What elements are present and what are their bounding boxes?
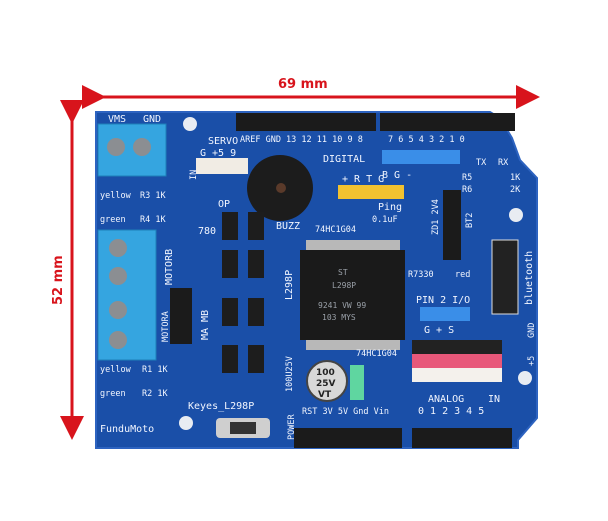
- label-r5-value: 1K: [510, 173, 521, 183]
- ping-header: [338, 185, 404, 199]
- label-bg-pins: B G -: [382, 170, 412, 181]
- label-analog: ANALOG: [428, 394, 464, 405]
- cap-code: VT: [318, 390, 332, 400]
- width-label: 69 mm: [278, 77, 328, 92]
- label-bluetooth: bluetooth: [524, 251, 535, 305]
- electrolytic-capacitor: 100 25V VT: [306, 360, 348, 402]
- power-terminal-block: [97, 123, 167, 177]
- silkscreen-labels: VMS GND SERVO G +5 9 AREF GND 13 12 11 1…: [100, 114, 537, 440]
- label-tx: TX: [476, 158, 487, 168]
- chip-code: 9241 VW 99: [318, 301, 366, 310]
- label-r3: R3 1K: [140, 191, 166, 201]
- label-servo: SERVO: [208, 136, 238, 147]
- bluetooth-header: [491, 239, 519, 315]
- label-digital: DIGITAL: [323, 154, 365, 165]
- label-7805: 780: [198, 226, 216, 237]
- label-op: OP: [218, 199, 230, 210]
- cap-voltage: 25V: [316, 379, 336, 389]
- label-motora: MOTORA: [161, 311, 171, 342]
- label-rx: RX: [498, 158, 509, 168]
- label-r4: R4 1K: [140, 215, 166, 225]
- label-power: POWER: [287, 414, 297, 440]
- label-100u25v: 100U25V: [285, 356, 295, 392]
- chip-code: 103 MYS: [322, 313, 356, 322]
- label-r1: R1 1K: [142, 365, 168, 375]
- label-bt2: BT2: [465, 213, 475, 228]
- label-r5: R5: [462, 173, 472, 183]
- label-0-1uf: 0.1uF: [372, 215, 398, 225]
- label-r7: R7330: [408, 270, 434, 280]
- label-in: IN: [189, 170, 199, 180]
- chip-name: L298P: [332, 281, 356, 290]
- label-gnd: GND: [143, 114, 161, 125]
- label-74hc1g04: 74HC1G04: [315, 225, 356, 235]
- analog-header: [412, 428, 512, 448]
- cap-value: 100: [316, 368, 335, 378]
- label-buzz: BUZZ: [276, 221, 300, 232]
- label-green-2: green: [100, 389, 126, 399]
- label-ping: Ping: [378, 202, 402, 213]
- label-analog-pins: 0 1 2 3 4 5: [418, 406, 484, 417]
- power-header: [294, 428, 402, 448]
- label-motorb: MOTORB: [164, 249, 175, 285]
- label-zd1: ZD1 2V4: [431, 199, 441, 235]
- label-vms: VMS: [108, 114, 126, 125]
- chip-brand: ST: [338, 268, 348, 277]
- label-analog-in: IN: [488, 394, 500, 405]
- label-digital-pins: AREF GND 13 12 11 10 9 8: [240, 135, 363, 145]
- jumper: [350, 365, 364, 400]
- diodes: [222, 212, 264, 373]
- label-keyes: Keyes_L298P: [188, 401, 254, 412]
- label-green: green: [100, 215, 126, 225]
- motor-terminal-block: [97, 229, 157, 361]
- label-yellow-2: yellow: [100, 365, 132, 375]
- label-l298p: L298P: [284, 270, 295, 300]
- label-ma-mb: MA MB: [200, 310, 211, 340]
- servo-header: [196, 158, 248, 174]
- label-r6-value: 2K: [510, 185, 521, 195]
- digital-header: [236, 113, 515, 131]
- label-yellow: yellow: [100, 191, 132, 201]
- height-dimension: 52 mm: [51, 100, 84, 440]
- ma-mb-header: [170, 288, 192, 344]
- mounting-holes: [179, 117, 532, 430]
- l298p-chip: ST L298P 9241 VW 99 103 MYS: [300, 240, 405, 350]
- label-red: red: [455, 270, 470, 280]
- label-digital-pins-2: 7 6 5 4 3 2 1 0: [388, 135, 465, 145]
- label-r2: R2 1K: [142, 389, 168, 399]
- label-servo-pins: G +5 9: [200, 148, 236, 159]
- buzzer: [247, 155, 313, 221]
- label-plus5: +5: [527, 356, 537, 366]
- pin2-header: [420, 307, 470, 321]
- label-power-pins: RST 3V 5V Gnd Vin: [302, 407, 389, 417]
- height-label: 52 mm: [51, 255, 66, 305]
- label-gnd-right: GND: [527, 323, 537, 338]
- label-fundumoto: FunduMoto: [100, 424, 154, 435]
- label-74hc1g04-2: 74HC1G04: [356, 349, 397, 359]
- bt2-header: [443, 190, 461, 260]
- label-ping-pins: + R T G: [342, 174, 384, 185]
- analog-io-headers: [412, 340, 502, 382]
- label-gs-pins: G + S: [424, 325, 454, 336]
- label-pin2: PIN 2 I/O: [416, 295, 470, 306]
- label-r6: R6: [462, 185, 472, 195]
- bluetooth-pins-header: [382, 150, 460, 164]
- reset-button-cap: [230, 422, 256, 434]
- width-dimension: 69 mm: [82, 77, 540, 109]
